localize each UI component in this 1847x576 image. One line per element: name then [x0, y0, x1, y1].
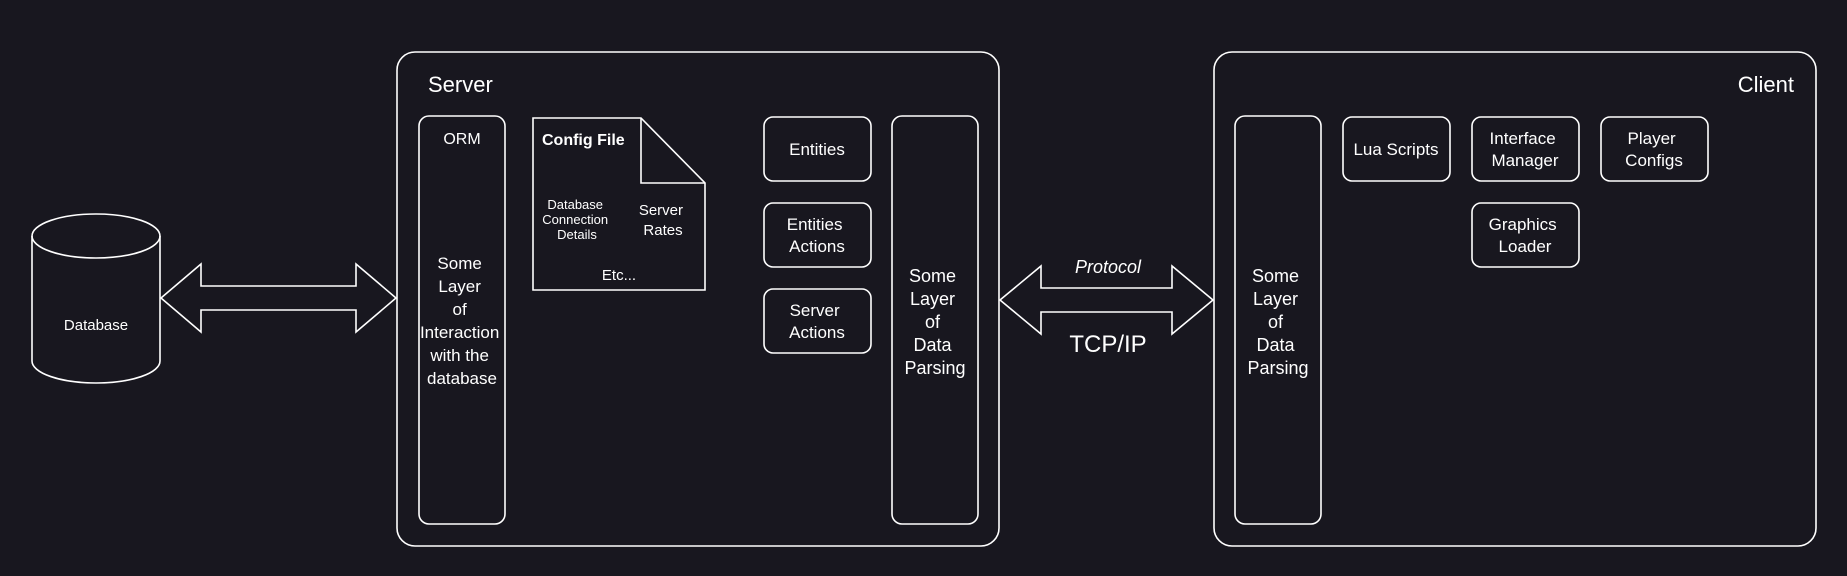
database-label: Database: [64, 317, 128, 334]
entities-actions-box: Entities Actions: [763, 202, 872, 268]
graphics-loader-line: Loader: [1499, 237, 1552, 256]
orm-line: Some: [437, 254, 481, 273]
graphics-loader-line: Graphics: [1489, 215, 1557, 234]
player-configs-label: Player Configs: [1625, 129, 1683, 170]
server-client-arrow: [998, 264, 1215, 336]
client-container: Client Some Layer of Data Parsing Lua Sc…: [1213, 51, 1817, 547]
config-db-line: Details: [557, 227, 597, 242]
client-parsing-line: Data: [1256, 335, 1295, 355]
database-cylinder: Database: [31, 213, 161, 384]
entities-actions-line: Entities: [787, 215, 843, 234]
server-parsing-layer: Some Layer of Data Parsing: [891, 115, 979, 525]
orm-line: Layer: [438, 277, 481, 296]
server-parsing-line: Data: [913, 335, 952, 355]
player-configs-line: Configs: [1625, 151, 1683, 170]
entities-label: Entities: [789, 140, 845, 159]
lua-scripts-label: Lua Scripts: [1353, 140, 1438, 159]
graphics-loader-label: Graphics Loader: [1489, 215, 1562, 256]
client-title: Client: [1738, 72, 1794, 97]
graphics-loader-box: Graphics Loader: [1471, 202, 1580, 268]
tcp-ip-label: TCP/IP: [1069, 331, 1146, 358]
server-actions-label: Server Actions: [789, 301, 845, 342]
config-server-rates: Server Rates: [639, 202, 687, 239]
player-configs-box: Player Configs: [1600, 116, 1709, 182]
client-parsing-line: of: [1268, 312, 1284, 332]
interface-manager-line: Interface: [1490, 129, 1556, 148]
entities-actions-label: Entities Actions: [787, 215, 847, 256]
server-parsing-line: Parsing: [904, 358, 965, 378]
config-rates-line: Server: [639, 202, 683, 219]
server-parsing-label: Some Layer of Data Parsing: [904, 266, 965, 378]
server-actions-line: Actions: [789, 323, 845, 342]
server-actions-box: Server Actions: [763, 288, 872, 354]
interface-manager-label: Interface Manager: [1490, 129, 1561, 170]
entities-actions-line: Actions: [789, 237, 845, 256]
client-parsing-label: Some Layer of Data Parsing: [1247, 266, 1308, 378]
interface-manager-line: Manager: [1491, 151, 1558, 170]
client-parsing-line: Layer: [1253, 289, 1298, 309]
client-parsing-line: Some: [1252, 266, 1299, 286]
database-server-arrow: [159, 262, 398, 334]
server-actions-line: Server: [790, 301, 840, 320]
server-parsing-line: of: [925, 312, 941, 332]
interface-manager-box: Interface Manager: [1471, 116, 1580, 182]
lua-scripts-box: Lua Scripts: [1342, 116, 1451, 182]
orm-description: Some Layer of Interaction with the datab…: [420, 254, 504, 388]
config-db-details: Database Connection Details: [542, 197, 611, 242]
entities-box: Entities: [763, 116, 872, 182]
protocol-label: Protocol: [1075, 257, 1142, 277]
config-file-title: Config File: [542, 132, 625, 149]
client-parsing-layer: Some Layer of Data Parsing: [1234, 115, 1322, 525]
client-parsing-line: Parsing: [1247, 358, 1308, 378]
config-rates-line: Rates: [643, 222, 682, 239]
orm-line: Interaction: [420, 323, 499, 342]
server-title: Server: [428, 72, 493, 97]
orm-title: ORM: [443, 131, 480, 148]
orm-layer: ORM Some Layer of Interaction with the d…: [418, 115, 506, 525]
player-configs-line: Player: [1628, 129, 1677, 148]
orm-line: of: [453, 300, 467, 319]
orm-line: with the: [429, 346, 489, 365]
server-container: Server ORM Some Layer of Interaction wit…: [396, 51, 1000, 547]
config-db-line: Database: [547, 197, 603, 212]
config-etc: Etc...: [602, 267, 636, 284]
config-db-line: Connection: [542, 212, 608, 227]
server-parsing-line: Some: [909, 266, 956, 286]
server-parsing-line: Layer: [910, 289, 955, 309]
orm-line: database: [427, 369, 497, 388]
config-file-document: Config File Database Connection Details …: [532, 117, 706, 291]
